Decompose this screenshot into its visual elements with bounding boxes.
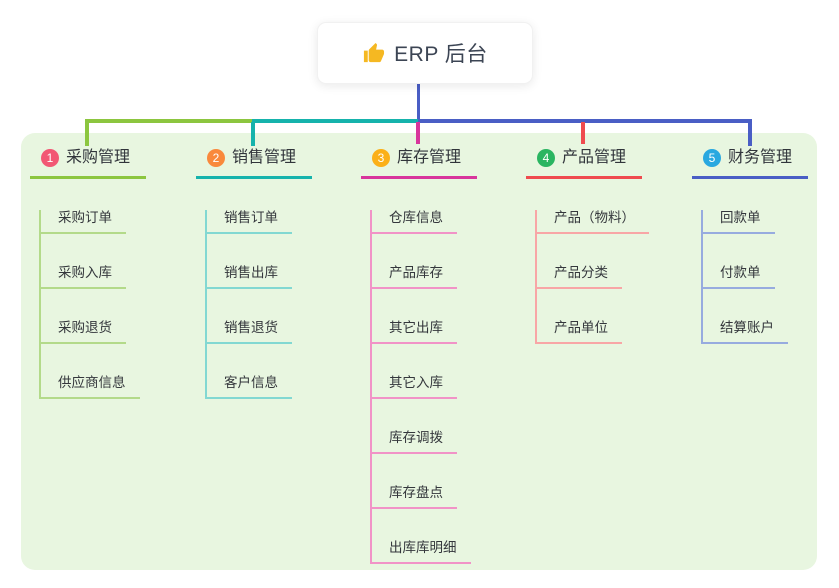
- branch-title-label: 库存管理: [397, 149, 462, 166]
- node-warehouse-info[interactable]: 仓库信息: [372, 210, 457, 234]
- node-stock-detail[interactable]: 出库库明细: [372, 540, 471, 564]
- branch-title-label: 产品管理: [562, 149, 627, 166]
- node-purchase-inbound[interactable]: 采购入库: [41, 265, 126, 289]
- branch-title-inventory[interactable]: 3 库存管理: [361, 148, 477, 179]
- branch-product: 4 产品管理 产品（物料） 产品分类 产品单位: [526, 148, 649, 344]
- node-supplier-info[interactable]: 供应商信息: [41, 375, 140, 399]
- node-product-category[interactable]: 产品分类: [537, 265, 622, 289]
- root-node[interactable]: ERP 后台: [317, 22, 533, 84]
- node-purchase-order[interactable]: 采购订单: [41, 210, 126, 234]
- branch-title-product[interactable]: 4 产品管理: [526, 148, 642, 179]
- branch-finance: 5 财务管理 回款单 付款单 结算账户: [692, 148, 808, 344]
- branch-title-label: 销售管理: [232, 149, 297, 166]
- drop-connector-5: [748, 119, 752, 146]
- node-stock-count[interactable]: 库存盘点: [372, 485, 457, 509]
- branch-inventory: 3 库存管理 仓库信息 产品库存 其它出库 其它入库 库存调拨 库存盘点 出库库…: [361, 148, 477, 564]
- branch-number-badge: 3: [372, 149, 390, 167]
- branch-items-sales: 销售订单 销售出库 销售退货 客户信息: [205, 210, 292, 399]
- branch-title-sales[interactable]: 2 销售管理: [196, 148, 312, 179]
- node-purchase-return[interactable]: 采购退货: [41, 320, 126, 344]
- drop-connector-3: [416, 122, 420, 144]
- branches-panel: [21, 133, 817, 570]
- node-payment-bill[interactable]: 付款单: [703, 265, 775, 289]
- branch-number-badge: 4: [537, 149, 555, 167]
- connector-bar-segment-1: [86, 119, 253, 123]
- branch-title-label: 财务管理: [728, 149, 793, 166]
- drop-connector-1: [85, 119, 89, 146]
- root-stem-connector: [417, 81, 420, 120]
- branch-purchase: 1 采购管理 采购订单 采购入库 采购退货 供应商信息: [30, 148, 146, 399]
- node-receipt-bill[interactable]: 回款单: [703, 210, 775, 234]
- branch-number-badge: 2: [207, 149, 225, 167]
- node-sales-return[interactable]: 销售退货: [207, 320, 292, 344]
- branch-items-finance: 回款单 付款单 结算账户: [701, 210, 788, 344]
- node-sales-outbound[interactable]: 销售出库: [207, 265, 292, 289]
- node-product-unit[interactable]: 产品单位: [537, 320, 622, 344]
- branch-title-finance[interactable]: 5 财务管理: [692, 148, 808, 179]
- branch-title-purchase[interactable]: 1 采购管理: [30, 148, 146, 179]
- node-other-outbound[interactable]: 其它出库: [372, 320, 457, 344]
- branch-number-badge: 5: [703, 149, 721, 167]
- thumbs-up-icon: [364, 42, 385, 62]
- branch-number-badge: 1: [41, 149, 59, 167]
- drop-connector-2: [251, 122, 255, 146]
- connector-bar-segment-3: [418, 119, 751, 123]
- node-product-material[interactable]: 产品（物料）: [537, 210, 649, 234]
- node-sales-order[interactable]: 销售订单: [207, 210, 292, 234]
- branch-items-purchase: 采购订单 采购入库 采购退货 供应商信息: [39, 210, 140, 399]
- branch-title-label: 采购管理: [66, 149, 131, 166]
- branch-items-inventory: 仓库信息 产品库存 其它出库 其它入库 库存调拨 库存盘点 出库库明细: [370, 210, 471, 564]
- node-other-inbound[interactable]: 其它入库: [372, 375, 457, 399]
- node-product-stock[interactable]: 产品库存: [372, 265, 457, 289]
- connector-bar-segment-2: [252, 119, 418, 123]
- branch-items-product: 产品（物料） 产品分类 产品单位: [535, 210, 649, 344]
- branch-sales: 2 销售管理 销售订单 销售出库 销售退货 客户信息: [196, 148, 312, 399]
- root-title: ERP 后台: [394, 43, 488, 66]
- drop-connector-4: [581, 122, 585, 144]
- node-customer-info[interactable]: 客户信息: [207, 375, 292, 399]
- node-stock-transfer[interactable]: 库存调拨: [372, 430, 457, 454]
- node-settlement-account[interactable]: 结算账户: [703, 320, 788, 344]
